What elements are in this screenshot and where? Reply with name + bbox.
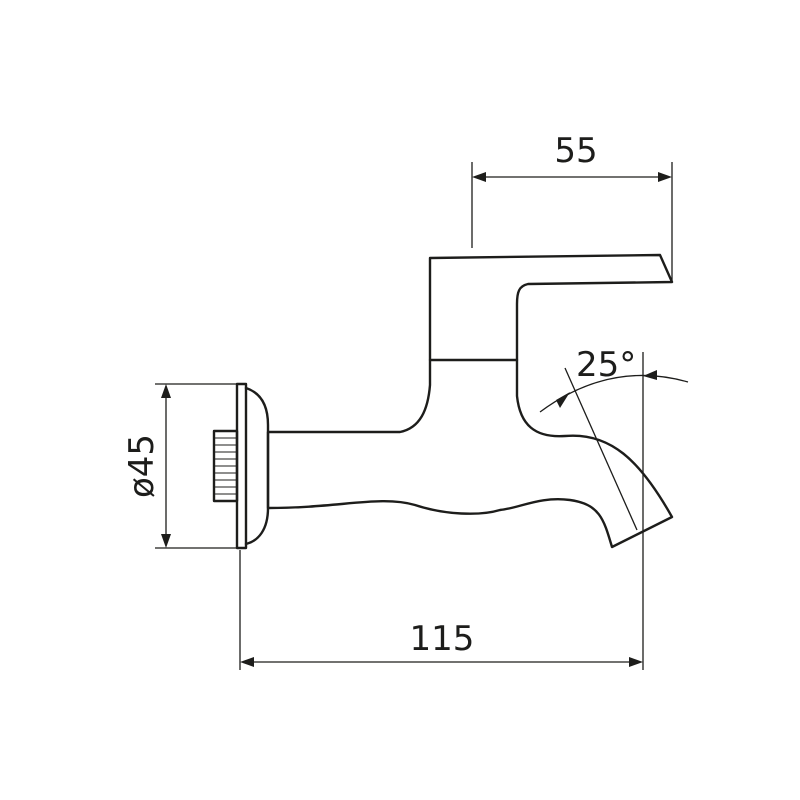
faucet-body — [266, 358, 674, 549]
dimension-top-width — [471, 162, 673, 282]
dimension-label-flange-diameter: ø45 — [122, 434, 162, 498]
dimension-label-spout-angle: 25° — [576, 345, 636, 385]
dimension-label-overall-length: 115 — [410, 619, 475, 659]
dimension-spout-angle — [539, 367, 689, 531]
dimension-overall-length — [239, 352, 644, 670]
dimension-label-top-width: 55 — [554, 131, 597, 171]
threaded-connector — [212, 429, 239, 503]
wall-flange — [235, 382, 270, 550]
lever-handle — [428, 253, 674, 362]
dimension-flange-diameter — [155, 383, 240, 549]
